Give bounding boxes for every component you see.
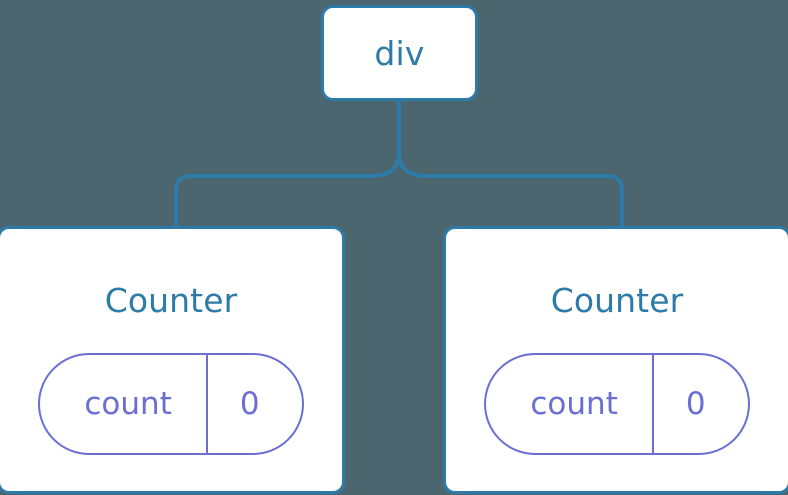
state-pill-divider [205,355,208,453]
state-value-label: 0 [239,385,260,422]
connector-branch-right [397,151,624,228]
state-key-label: count [530,385,618,422]
state-pill[interactable]: count 0 [38,353,304,455]
node-counter[interactable]: Counter count 0 [0,226,345,494]
state-key-label: count [84,385,172,422]
node-counter[interactable]: Counter count 0 [443,226,788,494]
connector-branch-left [174,151,401,228]
state-pill[interactable]: count 0 [484,353,750,455]
node-div-label: div [374,33,425,73]
node-div[interactable]: div [321,5,478,101]
node-counter-title: Counter [104,281,238,320]
node-counter-title: Counter [550,281,684,320]
state-pill-divider [651,355,654,453]
state-value-label: 0 [685,385,706,422]
